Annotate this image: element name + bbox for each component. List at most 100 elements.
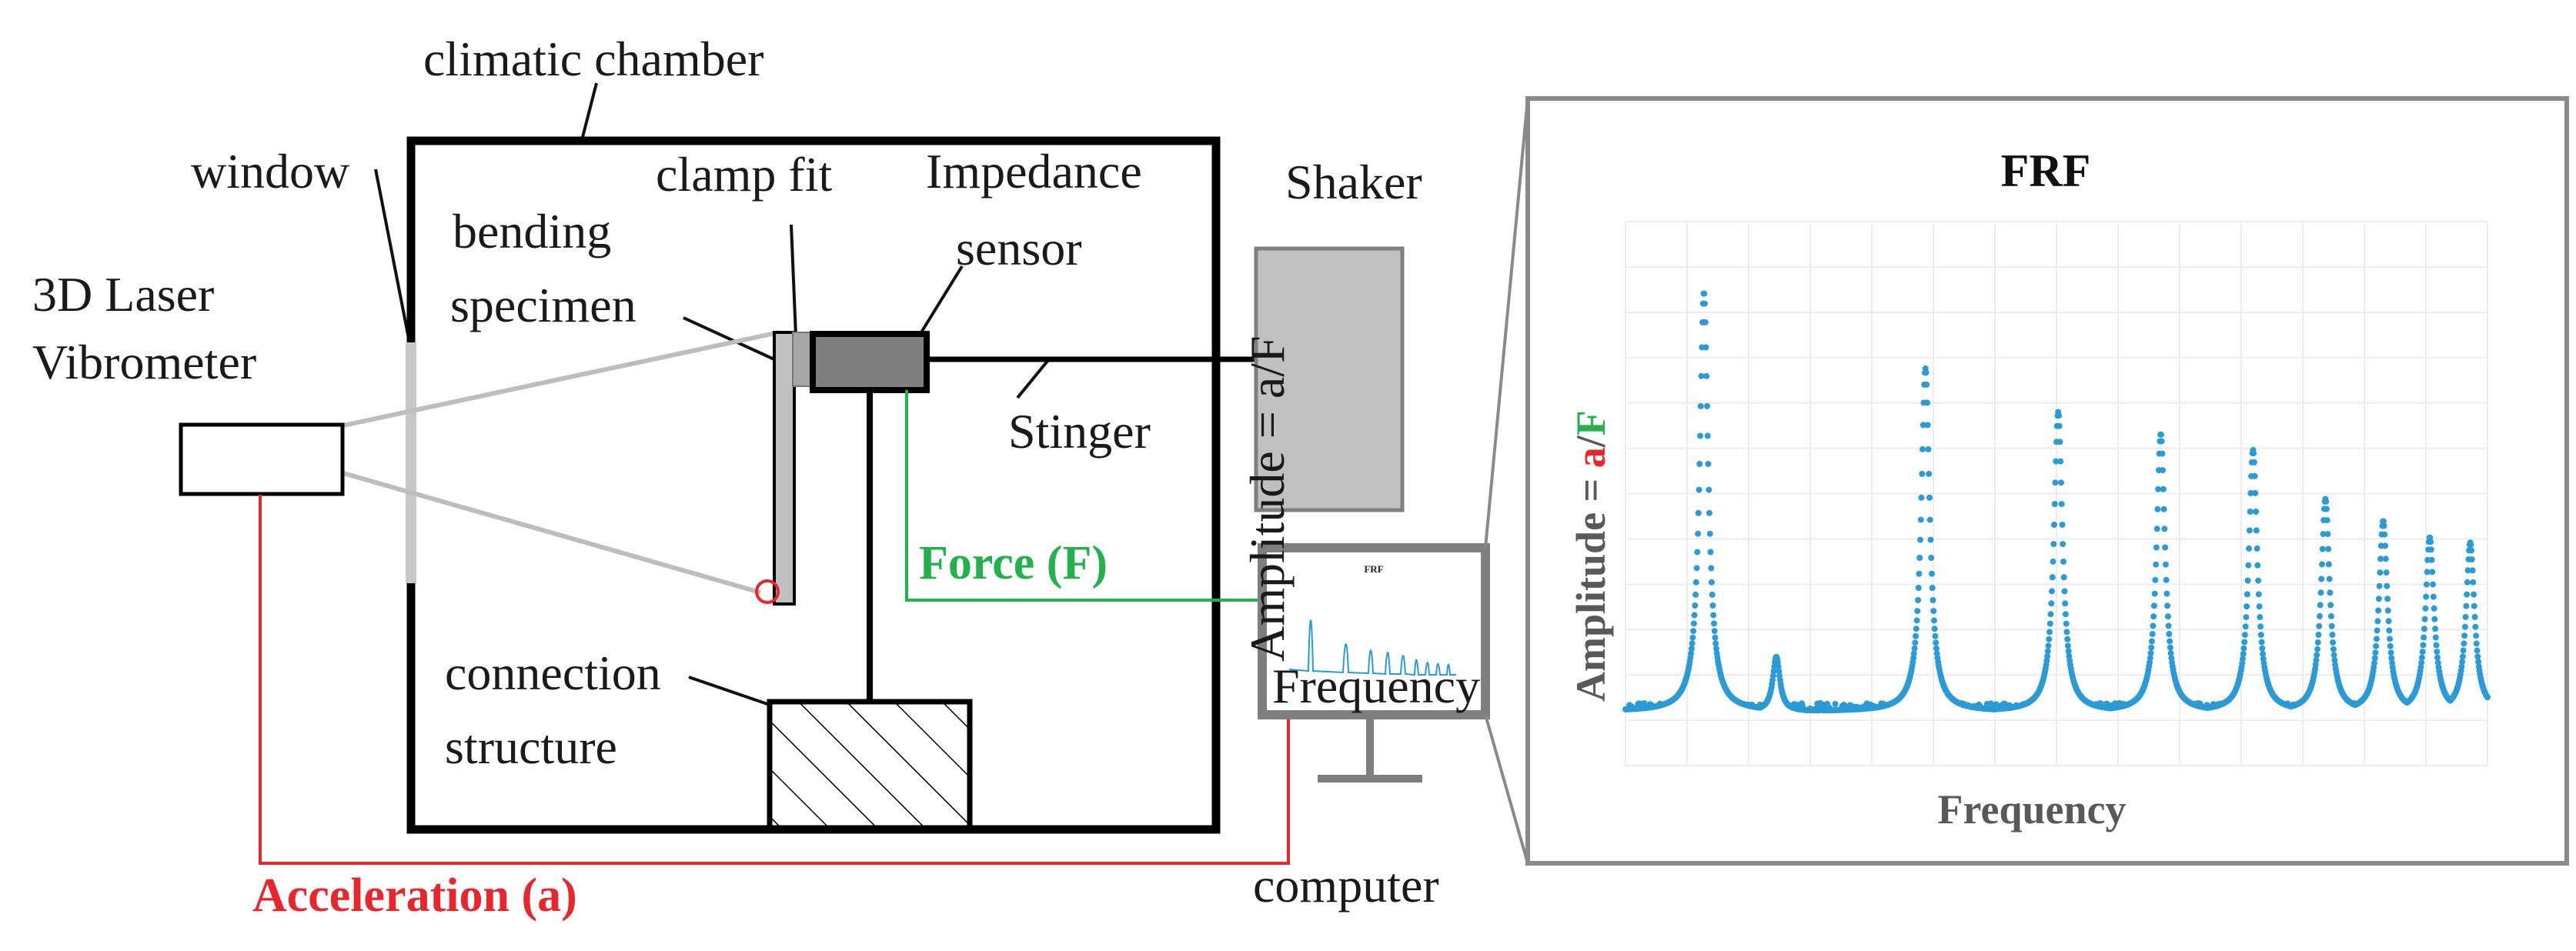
frf-data-point [2044,653,2051,659]
frf-data-point [1706,509,1712,516]
frf-data-point [2473,632,2480,639]
frf-data-point [2434,654,2441,661]
frf-data-point [1917,536,1923,543]
frf-data-point [1702,344,1709,351]
frf-data-point [2384,596,2391,602]
frf-data-point [2167,638,2173,645]
label-specimen: specimen [450,278,636,332]
frf-data-point [2433,642,2440,649]
label-bending: bending [453,204,611,259]
frf-data-point [2059,522,2066,528]
frf-data-point [2382,556,2389,562]
frf-data-point [2253,527,2260,534]
measurement-point [755,579,780,604]
frf-data-point [2418,659,2425,666]
frf-data-point [2047,611,2054,618]
frf-data-point [1706,530,1713,537]
frf-data-point [2058,501,2065,508]
frf-data-point [2254,545,2260,552]
frf-data-point [2164,613,2171,620]
frf-data-point [1696,461,1703,467]
frf-data-point [2049,574,2056,581]
chamber-window [406,342,416,583]
frf-data-point [2256,603,2263,610]
frf-data-point [2046,629,2053,636]
frf-data-point [2314,639,2321,646]
frf-data-point [1695,509,1702,516]
frf-data-point [1819,701,1826,708]
frf-data-point [2331,657,2338,663]
frf-data-point [2427,539,2434,546]
frf-data-point [2046,620,2053,627]
frf-title: FRF [2001,145,2091,196]
frf-data-point [1933,639,1940,646]
frf-data-point [2472,623,2479,630]
frf-data-point [2148,644,2155,651]
frf-data-point [2468,547,2475,554]
frf-data-point [1912,639,1919,646]
frf-data-point [2162,561,2169,568]
frf-data-point [1926,494,1933,501]
frf-data-point [2246,527,2253,534]
frf-data-point [2473,640,2480,647]
frf-data-point [2462,613,2469,620]
frf-data-point [2150,622,2157,629]
frf-data-point [2377,569,2384,576]
frf-data-point [2431,605,2437,612]
monitor-spectrum-trace [1288,619,1456,676]
frf-data-point [2421,626,2427,632]
frf-data-point [1692,602,1699,609]
frf-data-point [1689,634,1696,641]
frf-data-point [2458,663,2465,670]
frf-data-point [2057,458,2064,465]
frf-ylabel-prefix: Amplitude = [1568,468,1614,702]
frf-data-point [1913,632,1919,639]
frf-data-point [2318,576,2325,582]
frf-data-point [2150,602,2157,609]
clamp-fit [792,332,812,387]
frf-data-point [2044,648,2051,655]
frf-data-point [2471,613,2478,620]
frf-data-point [1916,570,1923,577]
frf-data-point [2316,622,2323,629]
frf-data-point [1924,399,1930,406]
monitor-chart-xlabel: Frequency [1272,659,1480,713]
frf-data-point [1709,579,1715,586]
laser-beam-lower [342,471,761,595]
chamber-wall [406,136,1221,834]
frf-data-point [1688,646,1695,652]
frf-data-point [1707,549,1714,556]
frf-data-point [2244,577,2251,584]
frf-data-point [2459,653,2466,660]
frf-data-point [2418,654,2425,661]
frf-data-point [2062,600,2069,607]
frf-data-point [2419,649,2426,656]
clamp-leader-line [790,224,797,336]
frf-data-point [2064,636,2071,642]
connection-structure-block [767,699,973,833]
frf-data-point [2319,546,2326,552]
frf-data-point [2423,581,2430,588]
frf-data-point [1918,494,1925,501]
frf-data-point [2251,472,2258,479]
frf-data-point [2149,631,2156,637]
frf-data-point [2247,509,2254,515]
frf-data-point [1832,700,1839,707]
computer: FRF Amplitude = a/F Frequency [1240,335,1490,782]
frf-data-point [2257,623,2264,630]
frf-data-point [2324,531,2331,538]
frf-xlabel: Frequency [1938,786,2127,833]
frf-data-point [2154,506,2161,512]
frf-data-point [1709,602,1716,609]
label-computer: computer [1253,858,1439,913]
frf-data-point [2255,577,2262,584]
frf-data-point [2475,659,2482,666]
frf-data-point [1712,634,1719,641]
frf-data-point [2056,422,2063,429]
frf-data-point [2327,602,2334,609]
monitor-chart-ylabel: Amplitude = a/F [1240,335,1295,662]
frf-data-point [2464,567,2471,574]
frf-data-point [1697,432,1704,439]
frf-data-point [2166,631,2173,637]
frf-data-point [2153,544,2160,551]
